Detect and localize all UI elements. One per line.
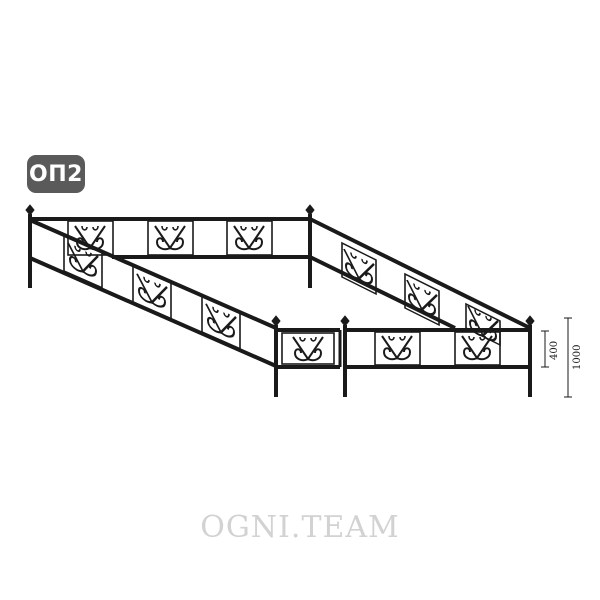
- fence-front-panel: [345, 328, 530, 369]
- model-badge: ОП2: [27, 155, 85, 193]
- fence-left-panel: [29, 218, 277, 368]
- dimension-1000-label: 1000: [572, 345, 583, 370]
- fence-gate-panel: [276, 328, 342, 369]
- dimension-400-label: 400: [549, 341, 560, 360]
- dimension-1000: 1000: [564, 317, 583, 398]
- dimension-400: 400: [541, 330, 560, 368]
- watermark: OGNI.TEAM: [200, 510, 400, 545]
- fence-posts: [25, 204, 535, 397]
